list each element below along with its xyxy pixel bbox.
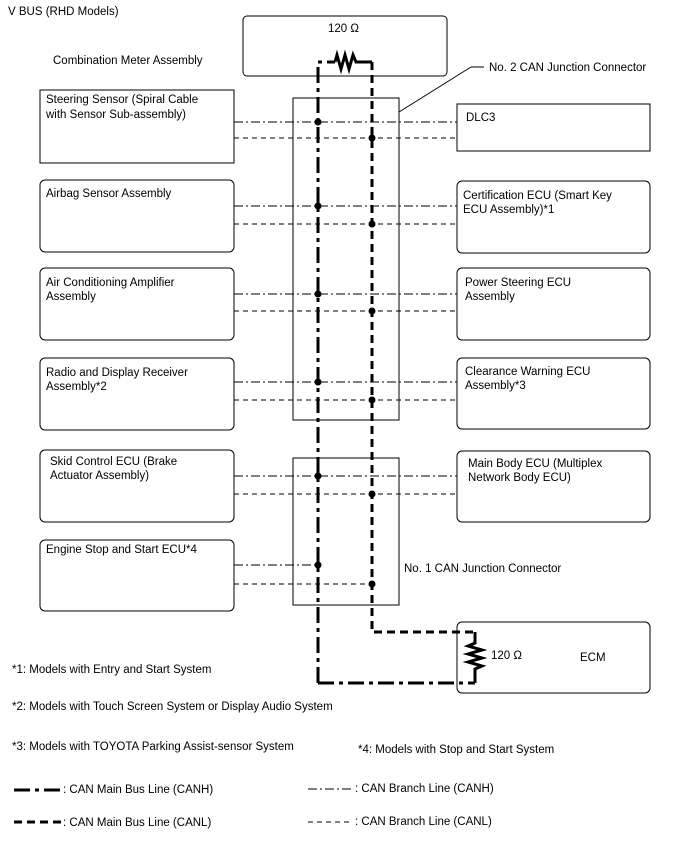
- radio-receiver-label-1: Radio and Display Receiver: [46, 367, 188, 379]
- steering-sensor-label-2: with Sensor Sub-assembly): [45, 109, 186, 121]
- steering-sensor-box: [39, 89, 235, 164]
- diagram-title: V BUS (RHD Models): [8, 6, 119, 18]
- ac-amplifier-label-1: Air Conditioning Amplifier: [46, 277, 175, 289]
- legend-branch-canh-label: : CAN Branch Line (CANH): [355, 783, 494, 795]
- ecm-resistor-label: 120 Ω: [491, 650, 522, 662]
- dlc3-box: [456, 103, 651, 152]
- clearance-warning-ecu-box: [456, 357, 651, 430]
- power-steering-ecu-label-2: Assembly: [465, 291, 515, 303]
- ecm-box: [456, 621, 651, 694]
- main-body-ecu-label-1: Main Body ECU (Multiplex: [468, 458, 602, 470]
- legend-main-canh-label: : CAN Main Bus Line (CANH): [63, 784, 213, 796]
- steering-sensor-label-1: Steering Sensor (Spiral Cable: [46, 94, 198, 106]
- ecm-resistor-symbol: [462, 632, 488, 683]
- footnote-1: *1: Models with Entry and Start System: [12, 664, 211, 676]
- footnote-3: *3: Models with TOYOTA Parking Assist-se…: [12, 741, 294, 753]
- ac-amplifier-label-2: Assembly: [46, 291, 96, 303]
- certification-ecu-box: [456, 180, 651, 254]
- junction-2-label: No. 2 CAN Junction Connector: [489, 62, 646, 74]
- radio-receiver-box: [39, 357, 235, 431]
- can-main-bus-canl: [370, 62, 475, 634]
- radio-receiver-label-2: Assembly*2: [46, 381, 107, 393]
- clearance-warning-ecu-label-1: Clearance Warning ECU: [465, 366, 590, 378]
- airbag-sensor-box: [39, 179, 235, 253]
- engine-stop-start-label: Engine Stop and Start ECU*4: [46, 544, 197, 556]
- top-resistor-label: 120 Ω: [328, 23, 359, 35]
- legend-branch-canl-label: : CAN Branch Line (CANL): [355, 816, 492, 828]
- certification-ecu-label-1: Certification ECU (Smart Key: [463, 190, 612, 202]
- certification-ecu-label-2: ECU Assembly)*1: [463, 204, 554, 216]
- engine-stop-start-box: [39, 539, 235, 612]
- ac-amplifier-box: [39, 267, 235, 341]
- footnote-4: *4: Models with Stop and Start System: [358, 744, 554, 756]
- branch-lines-canl: [234, 137, 457, 585]
- junction-2-leader: [398, 66, 472, 113]
- footnote-2: *2: Models with Touch Screen System or D…: [12, 701, 333, 713]
- clearance-warning-ecu-label-2: Assembly*3: [465, 380, 526, 392]
- airbag-sensor-label: Airbag Sensor Assembly: [46, 188, 172, 200]
- skid-control-label-1: Skid Control ECU (Brake: [50, 456, 177, 468]
- junction-connector-1-box: [292, 457, 400, 606]
- can-main-bus-canh: [316, 60, 335, 683]
- branch-lines-canh: [234, 121, 457, 566]
- legend-main-canl-label: : CAN Main Bus Line (CANL): [63, 817, 211, 829]
- skid-control-label-2: Actuator Assembly): [50, 470, 149, 482]
- power-steering-ecu-box: [456, 267, 651, 341]
- dlc3-label: DLC3: [466, 112, 495, 124]
- main-body-ecu-box: [456, 450, 651, 523]
- ecm-label: ECM: [580, 652, 606, 664]
- junction-1-label: No. 1 CAN Junction Connector: [404, 563, 561, 575]
- power-steering-ecu-label-1: Power Steering ECU: [465, 277, 571, 289]
- skid-control-box: [39, 449, 235, 523]
- top-resistor-box: [242, 15, 448, 77]
- main-body-ecu-label-2: Network Body ECU): [468, 472, 571, 484]
- junction-connector-2-box: [292, 97, 400, 421]
- top-resistor-symbol: [333, 49, 372, 75]
- junction-dots: [314, 118, 376, 588]
- combination-meter-label: Combination Meter Assembly: [53, 55, 203, 67]
